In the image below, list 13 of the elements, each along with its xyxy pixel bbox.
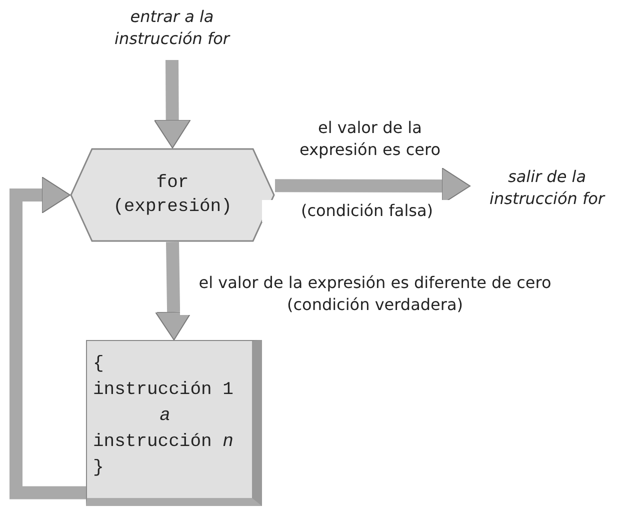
code-line: { <box>93 353 105 376</box>
flow-arrow <box>154 60 191 148</box>
condition-text: for (expresión) <box>112 172 233 219</box>
flow-arrow <box>10 176 86 500</box>
code-line: a <box>158 405 172 428</box>
code-line: instrucción n <box>93 431 234 454</box>
statement-block <box>86 340 262 506</box>
flow-text: entrar a la instrucción for <box>114 6 232 50</box>
code-line: } <box>93 457 105 480</box>
flow-text: salir de la instrucción for <box>488 166 606 210</box>
code-line: instrucción 1 <box>93 379 234 402</box>
flow-arrow <box>155 242 192 340</box>
condition-hexagon <box>70 148 275 242</box>
